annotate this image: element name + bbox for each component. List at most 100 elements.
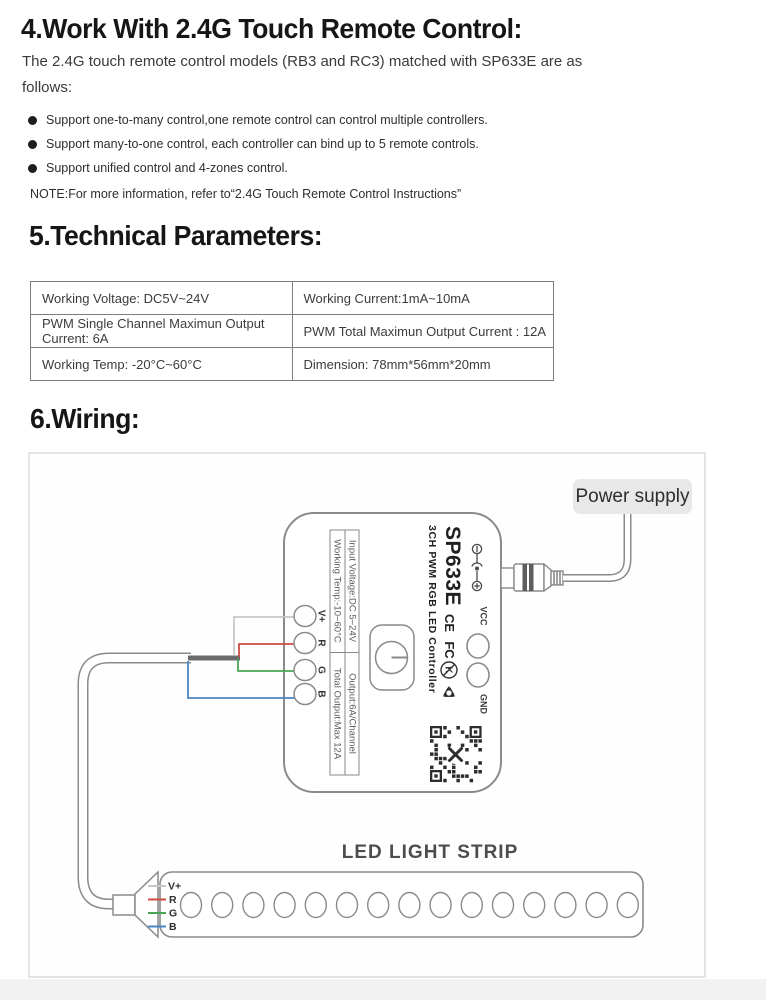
parameters-table: Working Voltage: DC5V~24V Working Curren… xyxy=(30,281,554,381)
terminal-b-label: B xyxy=(316,690,327,697)
qr-module xyxy=(460,730,465,734)
qr-code xyxy=(429,725,483,784)
qr-module xyxy=(465,734,469,739)
strip-connector xyxy=(112,870,159,939)
spec-total-output: Total Output:Max 12A xyxy=(332,668,343,760)
led xyxy=(304,891,327,919)
gnd-terminal-label: GND xyxy=(479,694,489,715)
terminal-r-label: R xyxy=(316,639,327,647)
table-cell: Dimension: 78mm*56mm*20mm xyxy=(291,347,554,381)
qr-module xyxy=(430,752,434,756)
qr-x-mark xyxy=(448,747,463,762)
spec-working-temp: Working Temp:-10~60°C xyxy=(332,539,343,643)
strip-pin-g-label: G xyxy=(169,908,177,920)
qr-module xyxy=(469,739,474,743)
wiring-diagram-svg: Input Voltage:DC 5~24V Output:6A/Channel… xyxy=(77,512,644,939)
table-row: Working Voltage: DC5V~24V Working Curren… xyxy=(30,281,554,315)
led xyxy=(242,891,265,919)
strip-pin-vplus-label: V+ xyxy=(168,881,181,893)
qr-module xyxy=(443,756,447,761)
terminal-r xyxy=(293,631,317,655)
qr-module xyxy=(434,748,438,752)
terminal-vplus-label: V+ xyxy=(316,610,327,623)
qr-module xyxy=(478,748,482,752)
qr-module xyxy=(460,743,465,748)
qr-module xyxy=(434,743,438,748)
table-row: PWM Single Channel Maximun Output Curren… xyxy=(30,314,554,348)
qr-module xyxy=(452,774,456,778)
led xyxy=(210,891,234,919)
qr-module xyxy=(443,734,447,739)
qr-module xyxy=(456,778,460,783)
led xyxy=(273,891,296,919)
vcc-terminal-label: VCC xyxy=(479,606,489,626)
section4-intro: The 2.4G touch remote control models (RB… xyxy=(22,53,583,96)
qr-module xyxy=(474,739,478,743)
qr-module xyxy=(460,774,465,778)
qr-module xyxy=(478,739,482,743)
page-gap xyxy=(0,979,766,1000)
controller-model-label: SP633E xyxy=(441,526,464,606)
touch-button[interactable] xyxy=(369,624,415,691)
table-cell: Working Current:1mA~10mA xyxy=(291,281,554,315)
strip-pin-b-label: B xyxy=(169,921,177,933)
section4-note: NOTE:For more information, refer to“2.4G… xyxy=(30,187,462,201)
terminal-b xyxy=(293,682,317,706)
led xyxy=(616,891,639,919)
section4-heading: 4.Work With 2.4G Touch Remote Control: xyxy=(21,13,522,44)
spec-input-voltage: Input Voltage:DC 5~24V xyxy=(347,540,358,643)
led-strip-leds xyxy=(179,891,639,919)
qr-module xyxy=(469,778,474,783)
qr-module xyxy=(434,756,438,761)
qr-module xyxy=(452,765,456,770)
bullet-icon xyxy=(28,164,37,173)
led xyxy=(398,891,421,919)
list-item: Support one-to-many control,one remote c… xyxy=(28,113,548,127)
wire-green xyxy=(237,659,295,672)
feature-list: Support one-to-many control,one remote c… xyxy=(28,113,548,185)
table-row: Working Temp: -20°C~60°C Dimension: 78mm… xyxy=(30,347,554,381)
qr-module xyxy=(438,761,443,765)
power-cable xyxy=(563,514,630,581)
ce-mark-icon: CE xyxy=(442,614,457,632)
fcc-mark-icon: FC xyxy=(442,641,457,659)
gnd-terminal xyxy=(466,662,490,688)
strip-cable xyxy=(79,654,191,908)
qr-module xyxy=(447,743,452,748)
table-cell: PWM Total Maximun Output Current : 12A xyxy=(291,314,554,348)
qr-module xyxy=(456,774,460,778)
dc-barrel-connector xyxy=(500,562,564,593)
power-supply-label: Power supply xyxy=(573,479,692,514)
qr-module xyxy=(474,765,478,770)
terminal-g xyxy=(293,658,317,682)
qr-module xyxy=(473,730,478,734)
qr-module xyxy=(430,765,434,770)
qr-module xyxy=(434,774,438,778)
led xyxy=(523,891,546,919)
qr-module xyxy=(438,756,443,761)
qr-module xyxy=(465,774,469,778)
qr-module xyxy=(456,726,460,730)
qr-module xyxy=(447,770,452,774)
bullet-text: Support unified control and 4-zones cont… xyxy=(46,161,288,175)
strip-cable-outline xyxy=(77,652,191,910)
led xyxy=(554,891,577,919)
wiring-diagram: Power supply LED LIGHT STRIP Input Volta… xyxy=(28,452,706,978)
list-item: Support unified control and 4-zones cont… xyxy=(28,161,548,175)
led xyxy=(335,891,359,919)
wire-blue xyxy=(187,661,295,699)
qr-module xyxy=(452,770,456,774)
qr-module xyxy=(443,778,447,783)
terminal-g-label: G xyxy=(316,666,327,674)
bullet-text: Support one-to-many control,one remote c… xyxy=(46,113,488,127)
qr-module xyxy=(474,743,478,748)
bullet-text: Support many-to-one control, each contro… xyxy=(46,137,479,151)
qr-module xyxy=(474,770,478,774)
qr-module xyxy=(443,726,447,730)
power-cable-outline xyxy=(563,514,632,582)
terminal-vplus xyxy=(293,604,317,628)
section6-heading: 6.Wiring: xyxy=(30,403,140,434)
led xyxy=(585,891,608,919)
bullet-icon xyxy=(28,140,37,149)
led xyxy=(367,891,390,919)
